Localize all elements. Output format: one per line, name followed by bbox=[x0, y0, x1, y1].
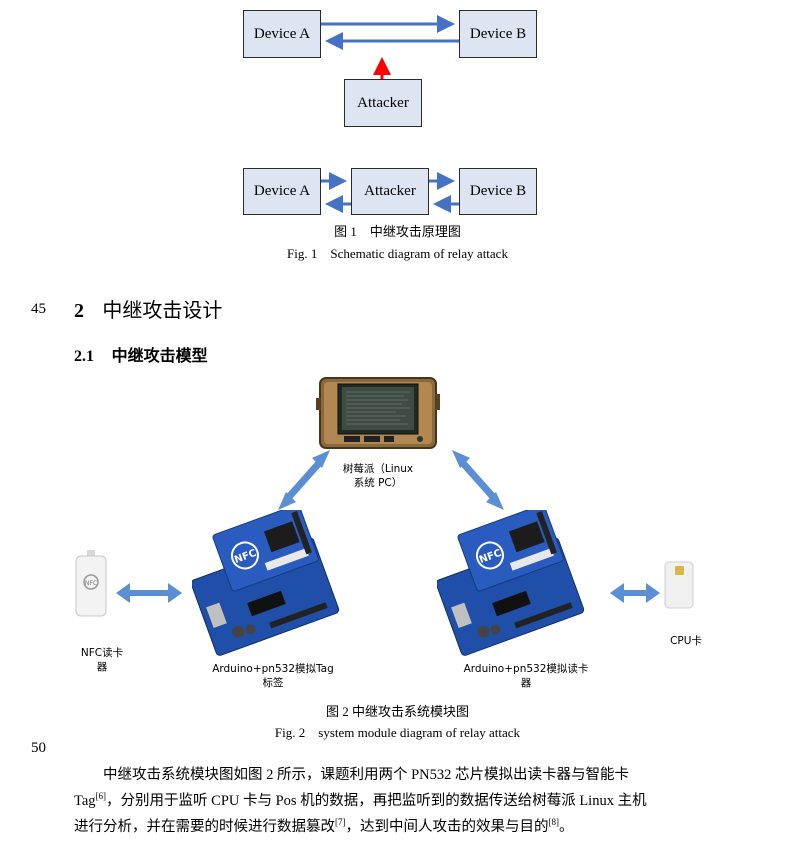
paragraph-line-1: 中继攻击系统模块图如图 2 所示，课题利用两个 PN532 芯片模拟出读卡器与智… bbox=[103, 767, 630, 783]
line-number-45: 45 bbox=[31, 301, 46, 317]
section-heading: 2 中继攻击设计 bbox=[74, 294, 222, 323]
fig2-caption-cn: 图 2 中继攻击系统模块图 bbox=[325, 704, 469, 719]
device-a-box-2: Device A bbox=[243, 168, 321, 215]
cpu-card-label: CPU卡 bbox=[670, 635, 702, 647]
attacker-label-2: Attacker bbox=[364, 183, 416, 199]
nfc-reader-label-line1: NFC读卡 bbox=[80, 647, 124, 659]
device-a-box: Device A bbox=[243, 10, 321, 58]
arrow-reader-left-board bbox=[116, 583, 182, 603]
paragraph-line-2-end: ，分别用于监听 CPU 卡与 Pos 机的数据，再把监听到的数据传送给树莓派 L… bbox=[106, 793, 647, 809]
cpu-card-device bbox=[664, 561, 694, 609]
nfc-reader-label-line2: 器 bbox=[96, 661, 108, 673]
body-paragraph: 中继攻击系统模块图如图 2 所示，课题利用两个 PN532 芯片模拟出读卡器与智… bbox=[74, 762, 724, 840]
citation-7[interactable]: [7] bbox=[335, 817, 346, 828]
subsection-number: 2.1 bbox=[74, 348, 94, 365]
right-arduino-label-line1: Arduino+pn532模拟读卡 bbox=[463, 663, 589, 675]
pi-label-line1: 树莓派（Linux bbox=[342, 463, 414, 475]
paragraph-line-3-start: 进行分析，并在需要的时候进行数据篡改 bbox=[74, 819, 335, 835]
device-b-box: Device B bbox=[459, 10, 537, 58]
pi-label-line2: 系统 PC） bbox=[353, 477, 403, 489]
arrow-pi-left-board bbox=[278, 450, 330, 510]
section-title: 中继攻击设计 bbox=[102, 298, 223, 322]
citation-6[interactable]: [6] bbox=[95, 791, 107, 802]
arrow-right-board-cpu bbox=[610, 583, 660, 603]
left-arduino-board: NFC bbox=[192, 510, 340, 656]
right-arduino-board: NFC bbox=[437, 510, 585, 656]
citation-8[interactable]: [8] bbox=[548, 817, 560, 828]
paragraph-line-3-end: 。 bbox=[559, 819, 574, 835]
figure2-arrows bbox=[116, 450, 660, 603]
right-arduino-label: Arduino+pn532模拟读卡 器 bbox=[446, 662, 606, 690]
nfc-reader-label: NFC读卡 器 bbox=[64, 646, 140, 674]
subsection-title: 中继攻击模型 bbox=[111, 346, 208, 365]
attacker-box-2: Attacker bbox=[351, 168, 429, 215]
attacker-label: Attacker bbox=[357, 94, 409, 111]
nfc-reader-device: NFC bbox=[75, 550, 107, 617]
nfc-reader-logo: NFC bbox=[85, 580, 97, 587]
device-b-label: Device B bbox=[469, 25, 527, 42]
subsection-heading: 2.1 中继攻击模型 bbox=[74, 342, 208, 366]
section-number: 2 bbox=[74, 300, 84, 322]
left-arduino-label-line1: Arduino+pn532模拟Tag bbox=[212, 663, 334, 675]
device-b-box-2: Device B bbox=[459, 168, 537, 215]
paragraph-line-3-mid: ，达到中间人攻击的效果与目的 bbox=[345, 819, 549, 835]
fig1-caption-en: Fig. 1 Schematic diagram of relay attack bbox=[287, 246, 508, 261]
attacker-box: Attacker bbox=[344, 79, 422, 127]
device-b-label-2: Device B bbox=[469, 183, 527, 199]
arrow-pi-right-board bbox=[452, 450, 504, 510]
line-number-50: 50 bbox=[31, 740, 46, 756]
right-arduino-label-line2: 器 bbox=[520, 677, 532, 689]
paragraph-line-3: 进行分析，并在需要的时候进行数据篡改[7]，达到中间人攻击的效果与目的[8]。 bbox=[74, 814, 724, 840]
paragraph-line-2: Tag[6]，分别用于监听 CPU 卡与 Pos 机的数据，再把监听到的数据传送… bbox=[74, 788, 724, 814]
left-arduino-label-line2: 标签 bbox=[262, 677, 284, 689]
left-arduino-label: Arduino+pn532模拟Tag 标签 bbox=[198, 662, 348, 690]
diagram2-arrows bbox=[321, 172, 459, 213]
diagram1-arrows bbox=[321, 15, 459, 79]
paragraph-line-2-start: Tag bbox=[74, 793, 96, 809]
device-a-label-2: Device A bbox=[253, 183, 311, 199]
fig2-caption-en: Fig. 2 system module diagram of relay at… bbox=[274, 725, 521, 740]
pi-label: 树莓派（Linux 系统 PC） bbox=[318, 462, 438, 490]
fig1-caption-cn: 图 1 中继攻击原理图 bbox=[334, 224, 461, 239]
raspberry-pi-device bbox=[316, 377, 440, 449]
device-a-label: Device A bbox=[253, 25, 311, 42]
